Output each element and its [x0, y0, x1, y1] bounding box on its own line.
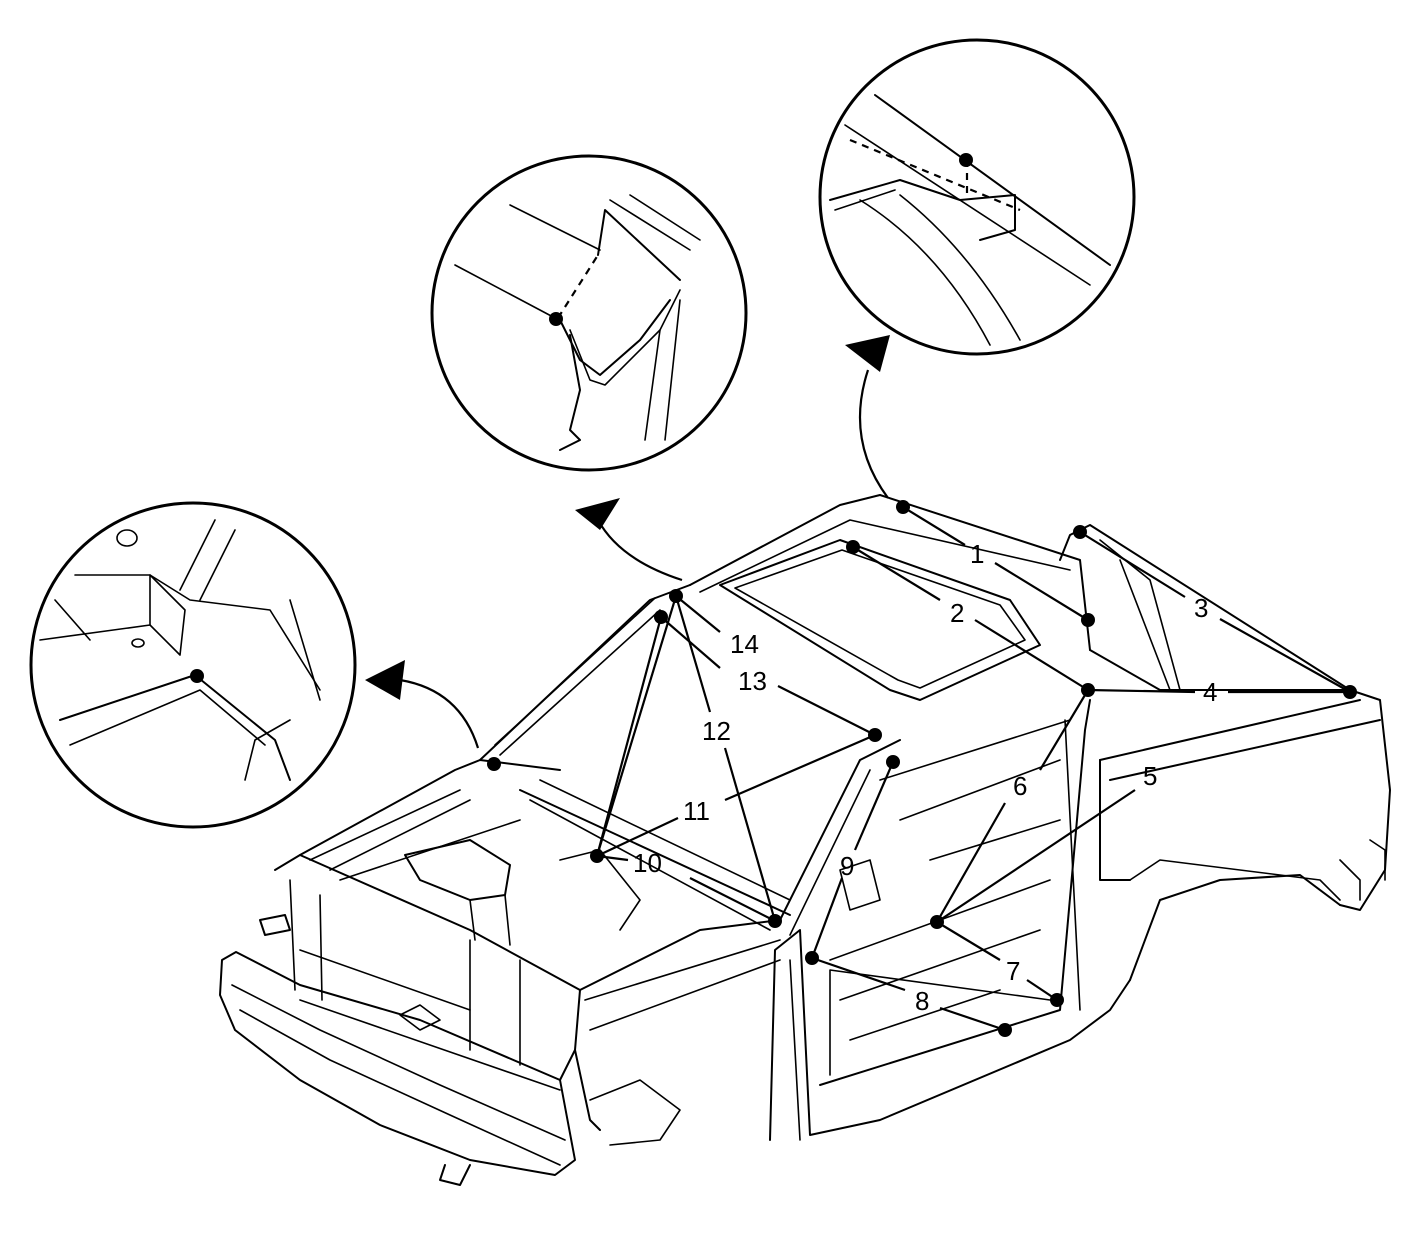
weld-point-icon	[886, 755, 900, 769]
curved-arrow-icon	[845, 335, 890, 499]
callout-labels: 1 2 3 4 5 6 7 8 9 10 11 12 13 14	[633, 539, 1217, 1016]
detail-view-left	[29, 501, 357, 829]
weld-point-icon	[549, 312, 563, 326]
weld-point-icon	[930, 915, 944, 929]
weld-point-icon	[959, 153, 973, 167]
leader-lines	[595, 506, 1351, 1032]
callout-1: 1	[970, 539, 984, 569]
callout-8: 8	[915, 986, 929, 1016]
weld-point-icon	[1073, 525, 1087, 539]
callout-11: 11	[683, 796, 710, 826]
weld-point-icon	[805, 951, 819, 965]
weld-point-icon	[669, 589, 683, 603]
weld-point-icon	[868, 728, 882, 742]
weld-point-icon	[590, 849, 604, 863]
callout-2: 2	[950, 598, 964, 628]
weld-point-icon	[1081, 683, 1095, 697]
callout-7: 7	[1006, 956, 1020, 986]
weld-point-icon	[190, 669, 204, 683]
callout-4: 4	[1203, 677, 1217, 707]
callout-3: 3	[1194, 593, 1208, 623]
weld-point-icon	[654, 610, 668, 624]
callout-10: 10	[633, 848, 662, 878]
weld-point-icon	[1081, 613, 1095, 627]
callout-6: 6	[1013, 771, 1027, 801]
weld-point-icon	[846, 540, 860, 554]
weld-points	[487, 500, 1357, 1037]
weld-point-icon	[998, 1023, 1012, 1037]
weld-point-icon	[768, 914, 782, 928]
weld-point-icon	[896, 500, 910, 514]
weld-point-icon	[1050, 993, 1064, 1007]
curved-arrow-icon	[365, 660, 480, 749]
callout-12: 12	[702, 716, 731, 746]
vehicle-body	[219, 494, 1391, 1186]
callout-9: 9	[840, 851, 854, 881]
callout-13: 13	[738, 666, 767, 696]
detail-view-right	[818, 38, 1136, 356]
curved-arrow-icon	[575, 498, 683, 582]
weld-point-icon	[1343, 685, 1357, 699]
callout-5: 5	[1143, 761, 1157, 791]
callout-14: 14	[730, 629, 759, 659]
weld-point-icon	[487, 757, 501, 771]
detail-view-middle	[430, 154, 748, 472]
